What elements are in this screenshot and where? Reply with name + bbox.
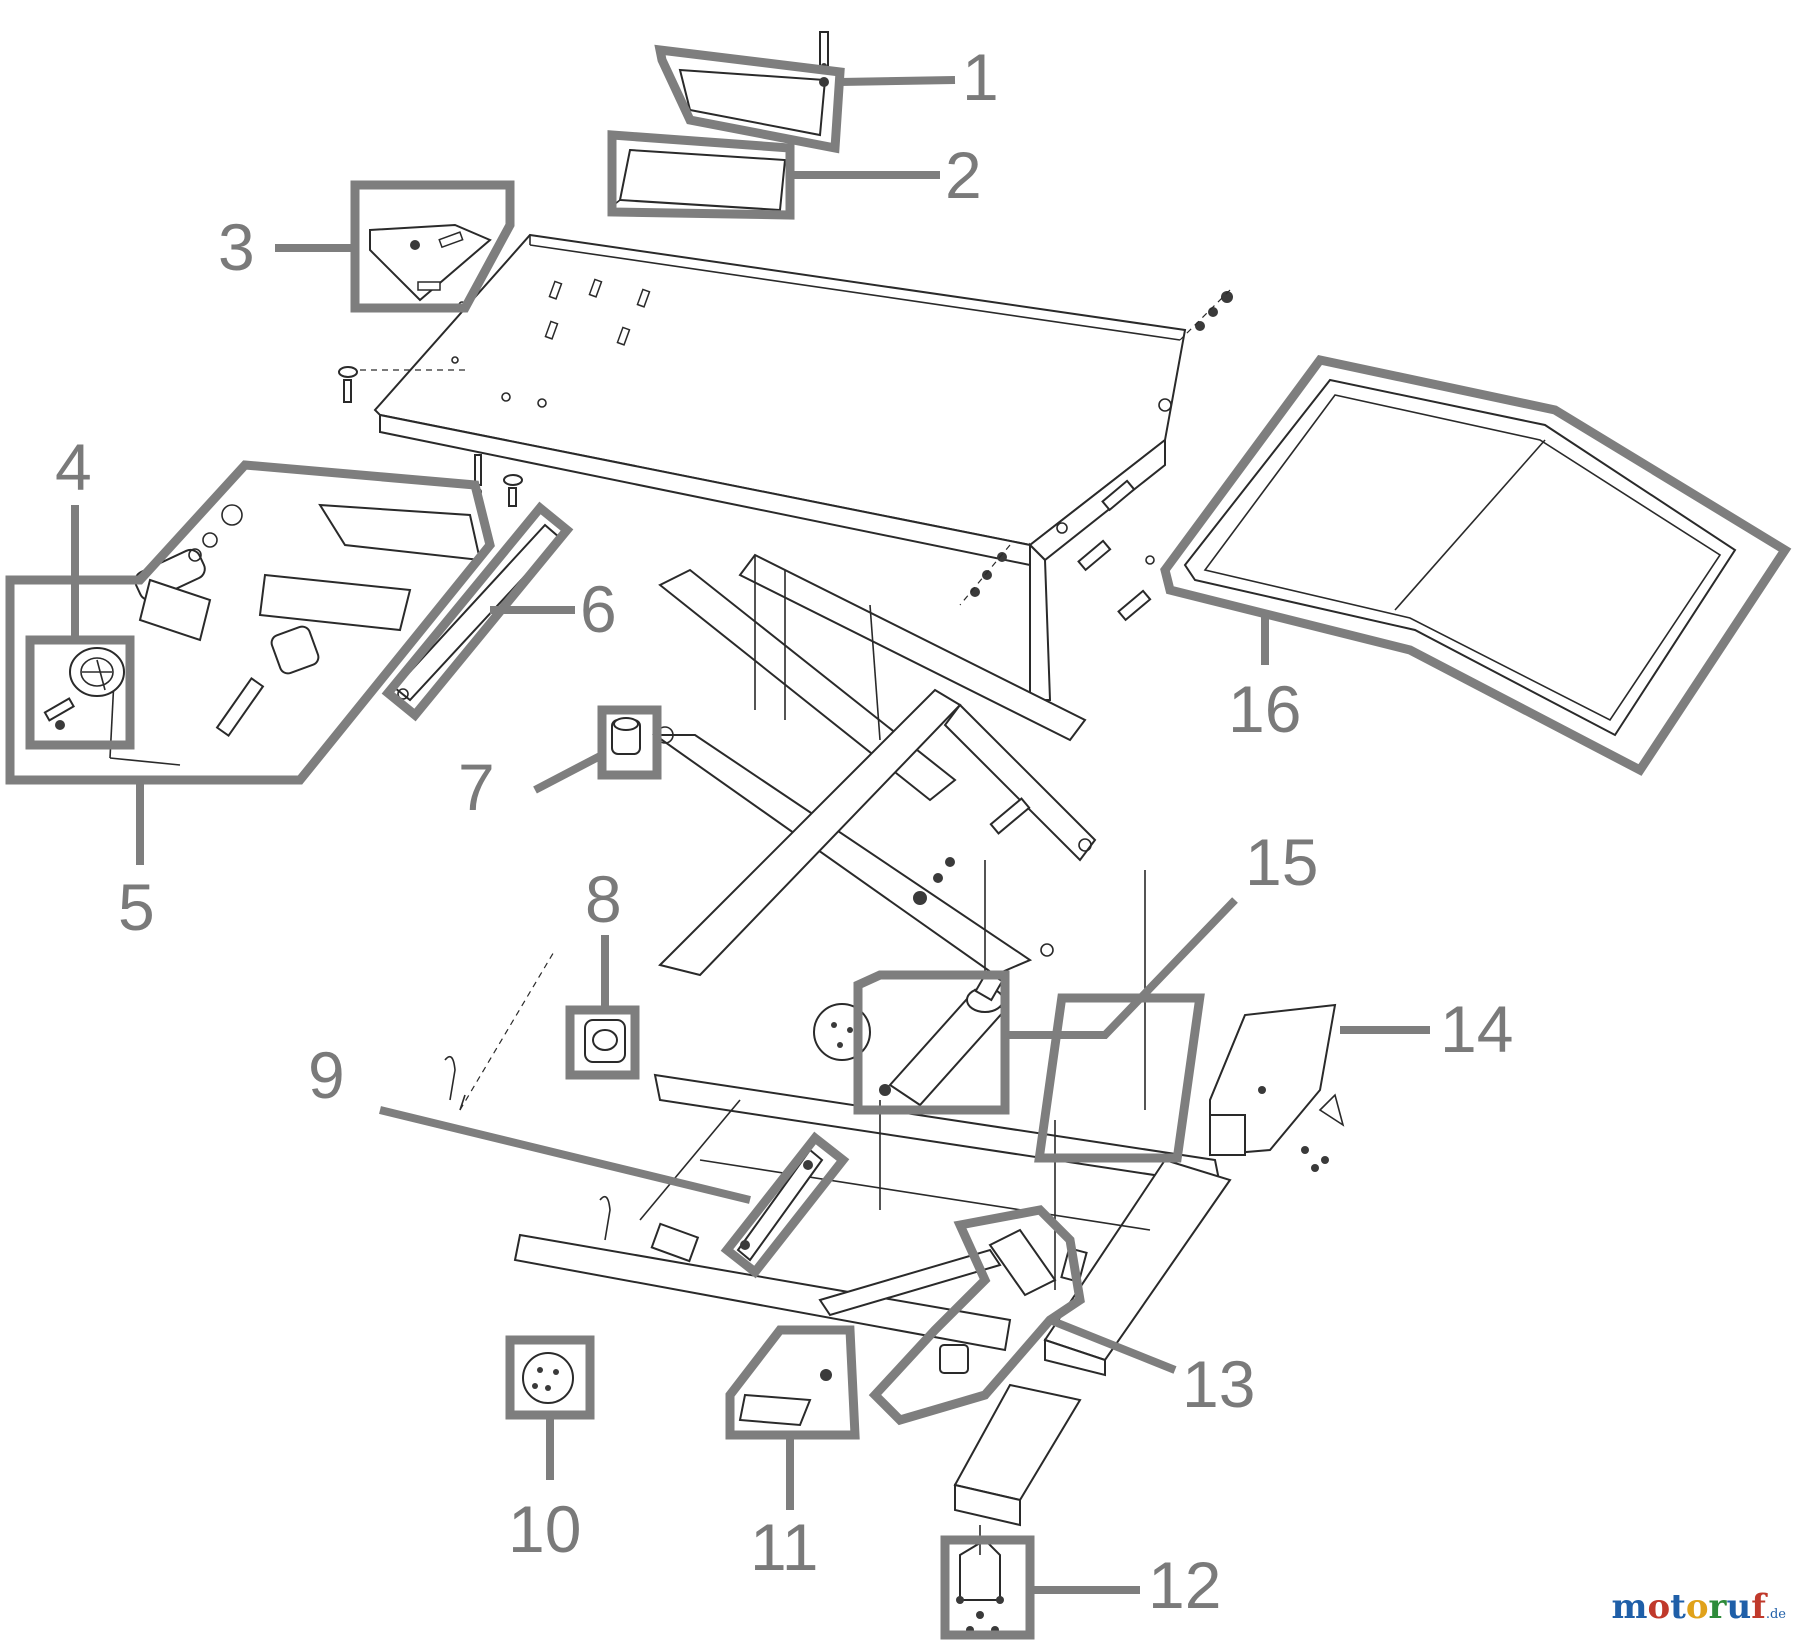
callout-box-3 (350, 180, 515, 313)
logo-tld: .de (1765, 1607, 1786, 1622)
callout-number-3: 3 (218, 210, 255, 284)
callout-number-1: 1 (962, 40, 999, 114)
callout-box-2 (607, 130, 795, 220)
callout-number-13: 13 (1182, 1347, 1255, 1421)
callout-number-9: 9 (308, 1038, 345, 1112)
part-7-bushing (611, 717, 641, 755)
part-4-handwheel (43, 647, 125, 730)
part-5-tilt-assembly (109, 454, 482, 766)
part-6-rod (393, 523, 562, 702)
callout-box-15 (853, 970, 1010, 1115)
part-3-corner-bracket (369, 223, 492, 302)
scissor-arms (651, 553, 1146, 1110)
callout-box-6 (381, 501, 574, 722)
part-13-pedal-lever (818, 1228, 1057, 1374)
part-9-adjusting-screw (736, 1148, 824, 1262)
callout-number-12: 12 (1148, 1548, 1221, 1622)
callout-number-6: 6 (580, 572, 617, 646)
part-14-tube (1209, 1003, 1345, 1172)
callout-numbers: 1 2 3 4 5 6 7 8 9 10 11 12 13 14 15 16 (55, 40, 1513, 1622)
callout-number-8: 8 (585, 862, 622, 936)
part-16-ramp (1183, 378, 1737, 737)
callout-number-5: 5 (118, 870, 155, 944)
callout-box-1 (654, 44, 845, 154)
part-11-foot-plate (738, 1369, 832, 1427)
callout-box-16 (1160, 354, 1792, 776)
callout-boxes (5, 44, 1792, 1640)
callout-box-9 (720, 1131, 850, 1279)
motoruf-logo: motoruf.de (1611, 1587, 1786, 1627)
callout-box-7 (597, 705, 662, 780)
callout-number-11: 11 (750, 1510, 819, 1584)
logo-letter: o (1685, 1587, 1709, 1627)
callout-number-16: 16 (1228, 672, 1301, 746)
callout-number-4: 4 (55, 430, 92, 504)
callout-number-2: 2 (945, 138, 982, 212)
callout-number-14: 14 (1440, 992, 1513, 1066)
part-15-hydraulic-cylinder (879, 970, 1007, 1107)
part-8-roller (584, 1019, 626, 1063)
callout-box-4 (25, 635, 135, 750)
callout-leaders (71, 76, 1430, 1594)
callout-box-14 (1034, 993, 1205, 1163)
callout-box-5 (5, 460, 495, 785)
platform-top (338, 233, 1233, 701)
logo-letter: u (1726, 1587, 1752, 1627)
logo-letter: o (1647, 1587, 1671, 1627)
callout-number-7: 7 (458, 750, 495, 824)
logo-letter: t (1670, 1587, 1686, 1627)
callout-number-15: 15 (1245, 825, 1318, 899)
logo-letter: m (1611, 1587, 1648, 1627)
callout-number-10: 10 (508, 1492, 581, 1566)
logo-letter: f (1751, 1587, 1766, 1627)
logo-letter: r (1708, 1587, 1727, 1627)
callout-box-13 (868, 1205, 1085, 1426)
part-2-plate (609, 148, 787, 212)
line-art (43, 31, 1737, 1634)
part-1-bracket (678, 31, 829, 137)
